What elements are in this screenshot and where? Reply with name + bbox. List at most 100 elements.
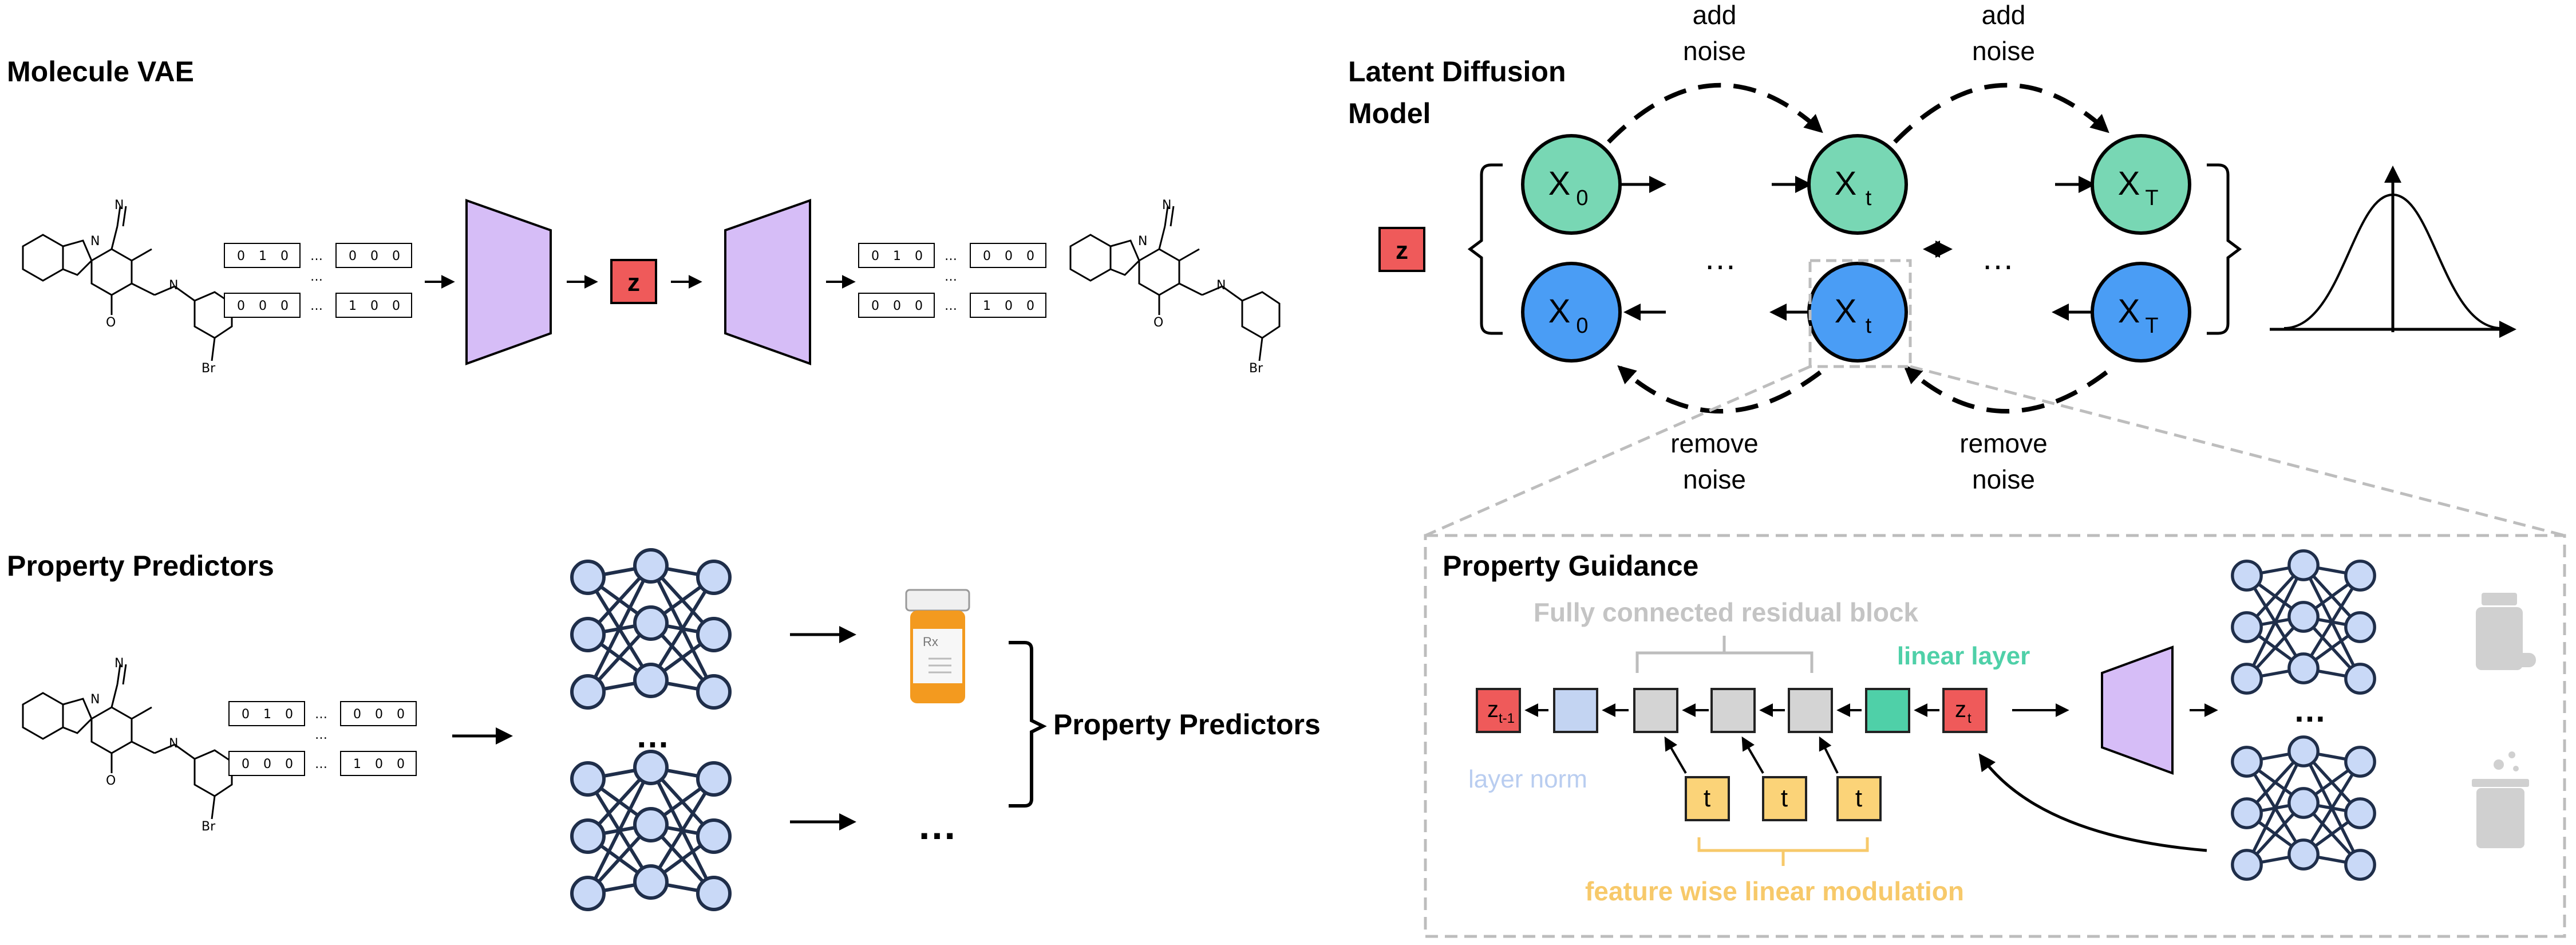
bit: 0	[392, 299, 400, 313]
reverse-node-xt: X t	[1807, 262, 1908, 363]
latent-z-box	[610, 259, 657, 304]
remove-noise-1-line1: remove	[1670, 428, 1758, 458]
atom-n-3: N	[169, 737, 178, 751]
nn-neuron	[2344, 560, 2376, 592]
atom-n-2: N	[1162, 198, 1171, 212]
nn-neuron	[2287, 787, 2320, 819]
add-noise-1-line2: noise	[1683, 36, 1746, 66]
nn-edge	[2302, 574, 2362, 670]
linear-layer-label: linear layer	[1897, 642, 2030, 670]
bit: 1	[259, 249, 267, 263]
svg-text:X: X	[2118, 165, 2140, 202]
pill-bottle-icon	[905, 589, 970, 703]
t-label-1: t	[1704, 784, 1710, 812]
nn-neuron	[633, 864, 669, 900]
guidance-decoder-trapezoid	[2101, 645, 2174, 775]
t-label-3: t	[1855, 784, 1862, 812]
bit: 0	[280, 249, 289, 263]
medicine-bottle-icon	[2476, 593, 2536, 670]
predictors-title: Property Predictors	[7, 550, 274, 582]
arrow	[1819, 736, 1839, 774]
remove-noise-1-line2: noise	[1683, 464, 1746, 494]
nn-edge	[2302, 761, 2362, 856]
nn-neuron	[633, 663, 669, 698]
remove-noise-arc-2	[1903, 365, 2108, 414]
svg-text:X: X	[1835, 293, 1857, 330]
bit: 0	[1005, 249, 1013, 263]
zoom-line-right	[1910, 365, 2565, 537]
nn-neuron	[2231, 797, 2263, 829]
bit: 0	[237, 249, 245, 263]
t-label-2: t	[1781, 784, 1788, 812]
nn-neuron	[696, 761, 732, 797]
nn-neuron	[2287, 652, 2320, 684]
svg-text:0: 0	[1576, 186, 1588, 210]
nn-neuron	[2231, 611, 2263, 643]
ellipsis: …	[315, 757, 327, 771]
bit: 0	[1005, 299, 1013, 313]
bit: 0	[893, 299, 901, 313]
z-prev-label: z	[1487, 697, 1499, 722]
atom-o: O	[106, 774, 116, 788]
t-box-2	[1762, 776, 1807, 821]
ellipsis: …	[315, 707, 327, 722]
diffusion-title-line2: Model	[1348, 97, 1431, 129]
nn-neuron	[2231, 746, 2263, 778]
bit: 0	[392, 249, 400, 263]
nn-neuron	[633, 750, 669, 785]
z-cur-box	[1942, 688, 1988, 733]
nn-neuron	[2287, 838, 2320, 871]
atom-n-1: N	[90, 692, 100, 707]
bit: 0	[397, 757, 405, 771]
nn-edge	[586, 565, 653, 693]
svg-text:X: X	[2118, 293, 2140, 330]
bit: 0	[915, 249, 923, 263]
atom-n-1: N	[1138, 234, 1147, 249]
nn-neuron	[570, 674, 606, 710]
atom-o: O	[1153, 316, 1163, 330]
remove-noise-2-line2: noise	[1972, 464, 2035, 494]
atom-n-1: N	[90, 234, 100, 249]
onehot-output: 0 1 0 0 0 0 … … 0 0 0 1 0 0 …	[858, 243, 1046, 318]
arrow	[1664, 736, 1687, 774]
forward-node-xt: X t	[1807, 134, 1908, 235]
fc-box-1	[1633, 688, 1678, 733]
atom-n-2: N	[114, 198, 124, 212]
atom-o: O	[106, 316, 116, 330]
nn-neuron	[2287, 549, 2320, 581]
predictor-ellipsis-mid: …	[635, 716, 670, 755]
ellipsis: …	[310, 249, 323, 263]
z-cur-sub: t	[1967, 711, 1971, 726]
neural-network-icon	[2231, 549, 2376, 695]
nn-edge	[649, 778, 716, 883]
bit: 0	[349, 249, 357, 263]
reverse-node-x0: X 0	[1521, 262, 1622, 363]
svg-text:0: 0	[1576, 314, 1588, 338]
nn-neuron	[2344, 611, 2376, 643]
latent-z-label: z	[627, 269, 640, 297]
bit: 0	[280, 299, 289, 313]
bit: 0	[242, 707, 250, 722]
nn-neuron	[570, 617, 606, 652]
nn-neuron	[2231, 560, 2263, 592]
bit: 1	[349, 299, 357, 313]
bit: 1	[983, 299, 991, 313]
nn-neuron	[633, 605, 669, 641]
forward-node-x0: X 0	[1521, 134, 1622, 235]
bit: 0	[285, 707, 293, 722]
film-label: feature wise linear modulation	[1585, 876, 1964, 906]
svg-text:t: t	[1866, 314, 1872, 338]
layer-norm-label: layer norm	[1468, 765, 1587, 793]
bit: 0	[370, 249, 378, 263]
fc-box-3	[1788, 688, 1833, 733]
ellipsis: …	[945, 299, 957, 313]
nn-edge	[649, 576, 716, 682]
nn-neuron	[2287, 735, 2320, 767]
add-noise-2-line2: noise	[1972, 36, 2035, 66]
nn-neuron	[570, 876, 606, 911]
atom-br: Br	[202, 361, 216, 376]
nn-neuron	[2231, 663, 2263, 695]
ellipsis: …	[310, 270, 323, 284]
nn-edge	[2245, 564, 2305, 680]
